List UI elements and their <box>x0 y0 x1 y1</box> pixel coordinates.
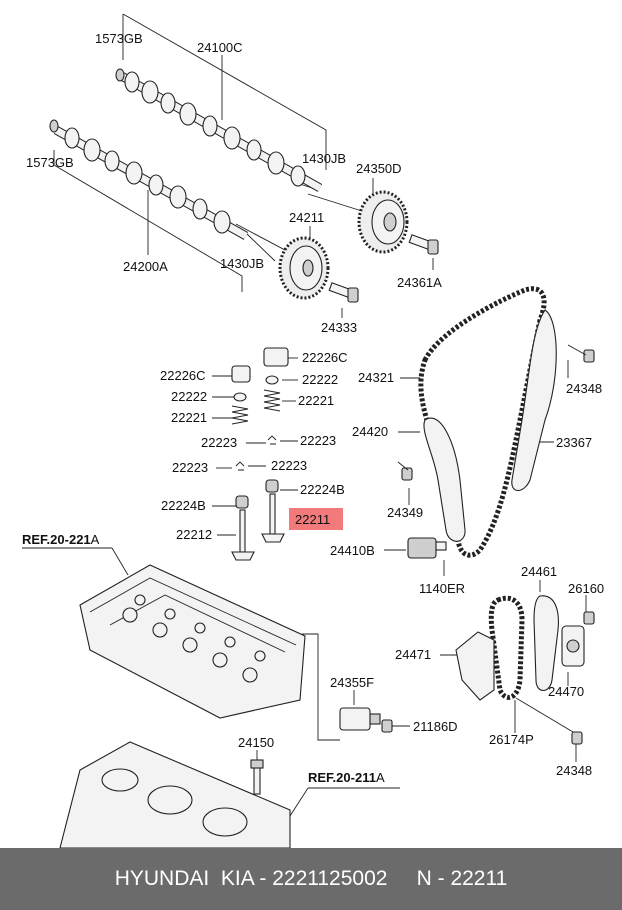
bolt-24349 <box>397 461 413 481</box>
tensioner-24470 <box>561 625 585 667</box>
label-24461: 24461 <box>521 564 557 579</box>
label-1430jb-top: 1430JB <box>302 151 346 166</box>
label-24471: 24471 <box>395 647 431 662</box>
ref-20-211a-suffix: A <box>376 770 385 785</box>
bolt-24348-bot <box>571 731 583 745</box>
label-24150: 24150 <box>238 735 274 750</box>
bolt-24150 <box>250 759 264 795</box>
bolt-21186d <box>381 719 393 733</box>
bolt-24348-top <box>567 344 595 363</box>
ref-20-221a-suffix: A <box>91 532 100 547</box>
bolt-24361a <box>408 234 439 255</box>
chain-guide-23367 <box>511 309 557 492</box>
label-26174p: 26174P <box>489 732 534 747</box>
label-22224b-left: 22224B <box>161 498 206 513</box>
tensioner-24410b <box>407 537 447 559</box>
label-24211: 24211 <box>289 210 324 225</box>
label-22221-right: 22221 <box>298 393 334 408</box>
label-1573gb-top: 1573GB <box>95 31 143 46</box>
cylinder-block <box>59 741 291 849</box>
cam-sprocket-24211 <box>278 236 330 300</box>
chain-tensioner-arm-24420 <box>423 417 466 542</box>
leader-lines <box>53 13 587 817</box>
label-22224b-right: 22224B <box>300 482 345 497</box>
part-labels: 1573GB 24100C 1573GB 1430JB 24350D 24211… <box>26 31 604 778</box>
label-22222-right: 22222 <box>302 372 338 387</box>
label-1573gb-mid: 1573GB <box>26 155 74 170</box>
label-22223-b: 22223 <box>300 433 336 448</box>
label-26160: 26160 <box>568 581 604 596</box>
label-24420: 24420 <box>352 424 388 439</box>
ref-20-211a: REF.20-211A <box>308 770 385 785</box>
label-22221-left: 22221 <box>171 410 207 425</box>
label-24361a: 24361A <box>397 275 442 290</box>
bolt-26160 <box>583 611 595 625</box>
label-22212: 22212 <box>176 527 212 542</box>
ref-20-221a-code: REF.20-221 <box>22 532 91 547</box>
label-24350d: 24350D <box>356 161 402 176</box>
label-24333: 24333 <box>321 320 357 335</box>
label-1430jb-bot: 1430JB <box>220 256 264 271</box>
ref-20-221a: REF.20-221A <box>22 532 100 547</box>
oil-control-valve-24355f <box>339 707 381 731</box>
cylinder-head <box>79 564 306 719</box>
label-1140er: 1140ER <box>419 581 465 596</box>
cam-sprocket-24350d <box>357 190 409 254</box>
label-22226c-right: 22226C <box>302 350 348 365</box>
label-23367: 23367 <box>556 435 592 450</box>
label-24349: 24349 <box>387 505 423 520</box>
label-24348-top: 24348 <box>566 381 602 396</box>
label-21186d: 21186D <box>413 719 458 734</box>
label-24100c: 24100C <box>197 40 243 55</box>
intake-camshaft <box>115 68 323 192</box>
ref-20-211a-code: REF.20-211 <box>308 770 376 785</box>
parts-diagram: 1573GB 24100C 1573GB 1430JB 24350D 24211… <box>22 13 604 849</box>
timing-chain-24321 <box>418 286 547 558</box>
footer-bar: HYUNDAI KIA - 2221125002 N - 22211 <box>0 848 622 910</box>
label-22211: 22211 <box>295 512 330 527</box>
tensioner-24471 <box>455 631 495 701</box>
label-24348-bot: 24348 <box>556 763 592 778</box>
label-22222-left: 22222 <box>171 389 207 404</box>
label-24470: 24470 <box>548 684 584 699</box>
exhaust-camshaft <box>49 119 249 240</box>
label-24355f: 24355F <box>330 675 374 690</box>
balance-chain-26174p <box>488 595 525 700</box>
highlight-box-22211 <box>289 508 343 530</box>
valve-train <box>231 347 289 561</box>
label-24200a: 24200A <box>123 259 168 274</box>
reference-labels: REF.20-221A REF.20-211A <box>22 532 400 789</box>
label-24321: 24321 <box>358 370 394 385</box>
label-22226c-left: 22226C <box>160 368 206 383</box>
bolt-24333 <box>328 282 359 303</box>
label-24410b: 24410B <box>330 543 375 558</box>
label-22223-d: 22223 <box>271 458 307 473</box>
label-22223-c: 22223 <box>172 460 208 475</box>
footer-part-text: HYUNDAI KIA - 2221125002 N - 22211 <box>114 867 508 890</box>
guide-24461 <box>533 595 559 692</box>
label-22223-a: 22223 <box>201 435 237 450</box>
